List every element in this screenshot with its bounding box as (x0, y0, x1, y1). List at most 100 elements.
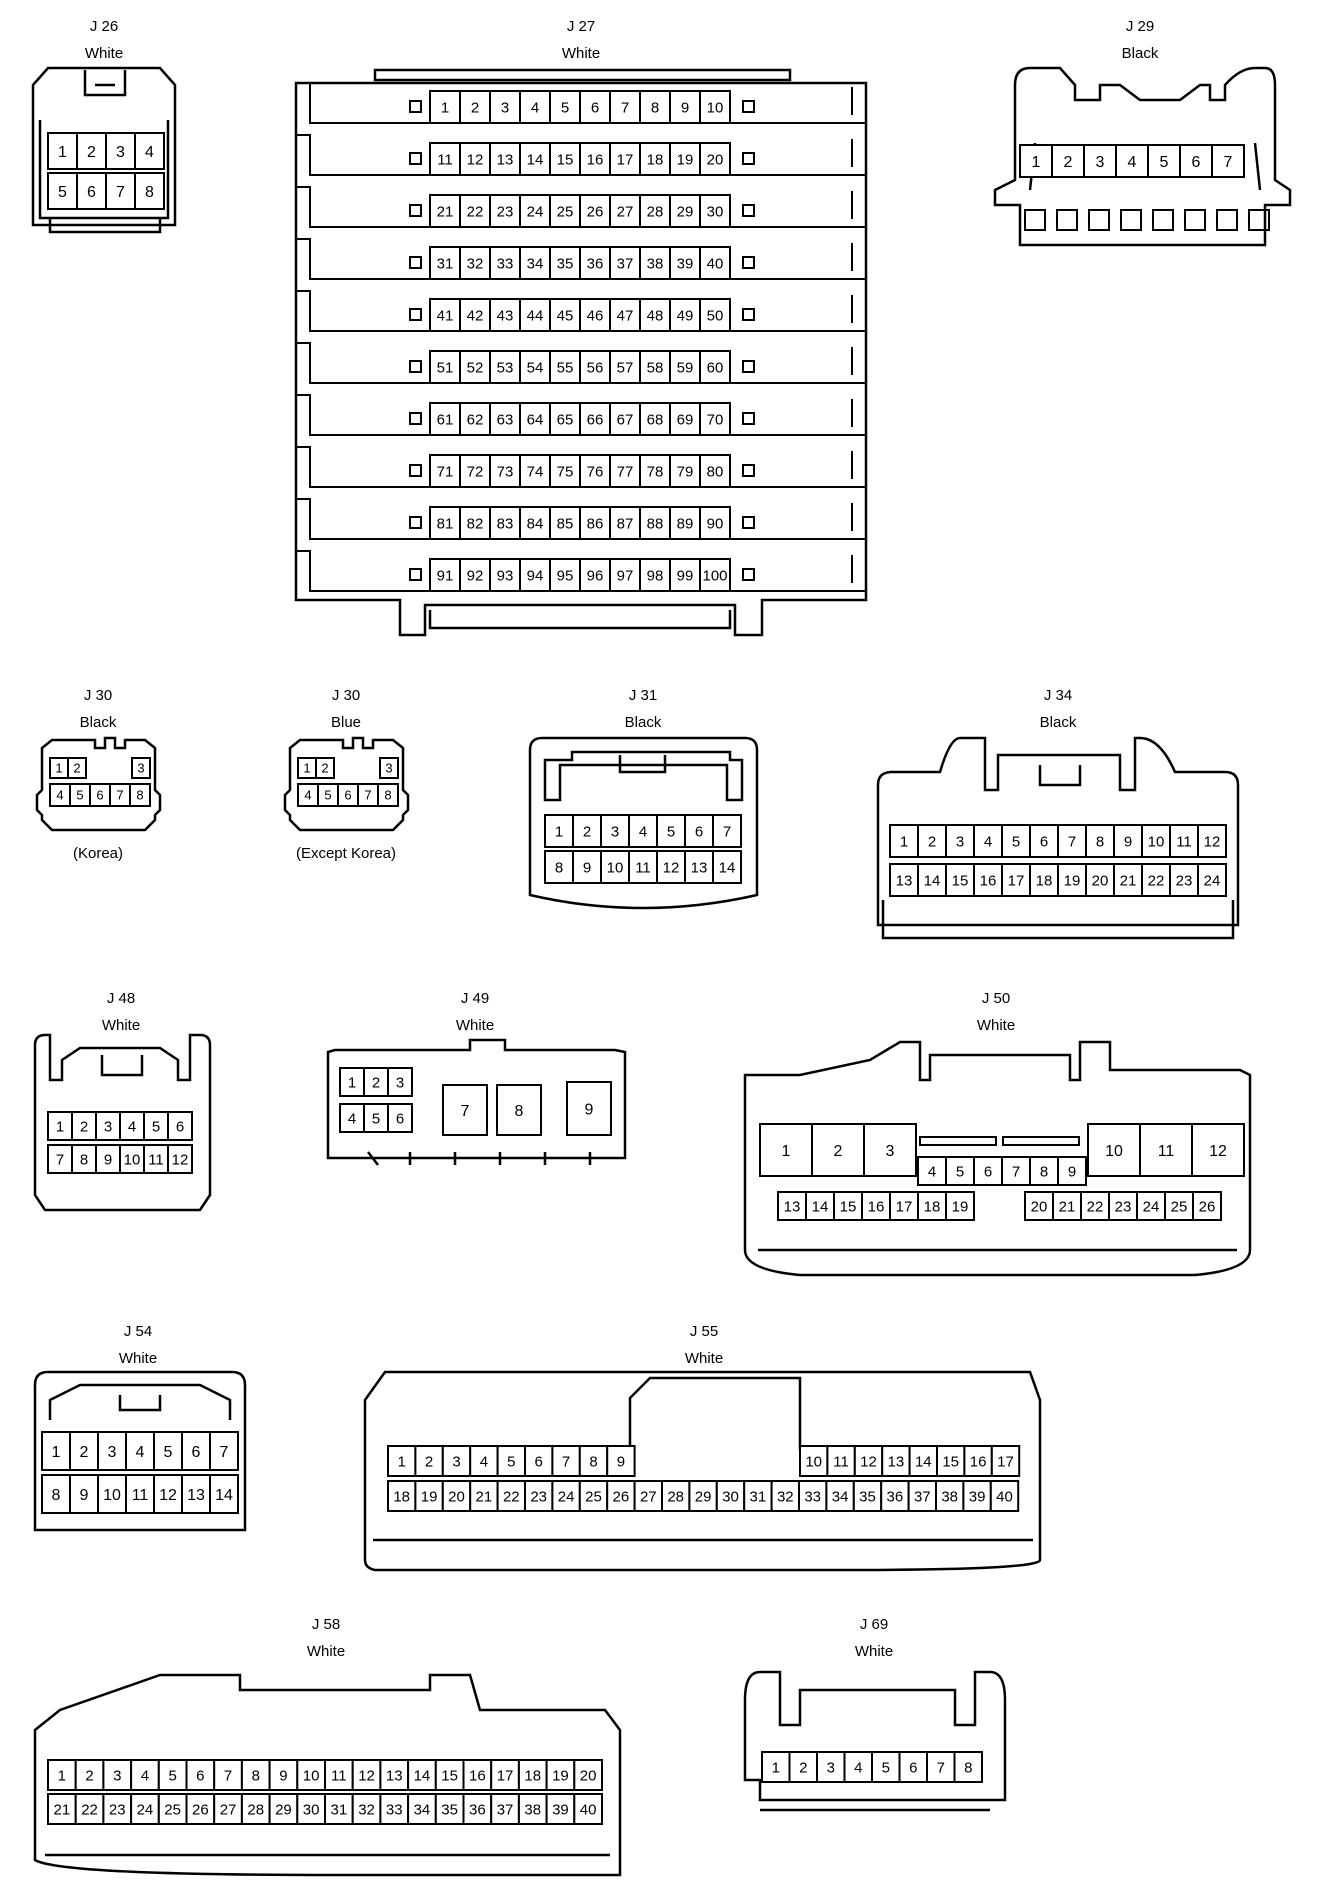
svg-text:87: 87 (617, 515, 634, 532)
j58-pin-36: 36 (462, 1793, 493, 1825)
svg-text:54: 54 (527, 359, 544, 376)
j29-pin-6: 6 (1179, 144, 1213, 178)
svg-text:21: 21 (1059, 1198, 1076, 1215)
svg-text:75: 75 (557, 463, 574, 480)
j48-pin-12: 12 (167, 1144, 193, 1174)
j58-pin-1: 1 (47, 1759, 77, 1791)
j34-pin-10: 10 (1141, 824, 1171, 858)
svg-text:5: 5 (561, 99, 569, 116)
connector-j27-color: White (561, 45, 601, 62)
svg-text:7: 7 (116, 788, 123, 803)
svg-text:9: 9 (1124, 833, 1132, 850)
j48-pin-6: 6 (167, 1111, 193, 1141)
svg-text:9: 9 (1068, 1163, 1076, 1180)
j26-pin-4: 4 (134, 132, 165, 170)
svg-text:4: 4 (531, 99, 539, 116)
j55-pin-33: 33 (798, 1480, 828, 1512)
j27-pin-5: 5 (549, 90, 581, 124)
svg-text:53: 53 (497, 359, 514, 376)
j50-pin-23: 23 (1108, 1191, 1138, 1221)
j34-pin-3: 3 (945, 824, 975, 858)
svg-text:26: 26 (613, 1488, 630, 1505)
connector-j26-label: J 26 White (4, 13, 204, 67)
svg-text:5: 5 (372, 1110, 380, 1127)
j27-pin-4: 4 (519, 90, 551, 124)
j55-pin-24: 24 (551, 1480, 581, 1512)
svg-text:38: 38 (524, 1801, 541, 1818)
svg-text:1: 1 (555, 823, 563, 840)
j49-pin-5: 5 (363, 1103, 389, 1133)
svg-text:6: 6 (192, 1444, 201, 1461)
j27-pin-58: 58 (639, 350, 671, 384)
svg-text:64: 64 (527, 411, 544, 428)
svg-text:14: 14 (812, 1198, 829, 1215)
svg-text:10: 10 (303, 1767, 320, 1784)
j27-pin-60: 60 (699, 350, 731, 384)
connector-j31-body (528, 736, 759, 910)
svg-text:25: 25 (557, 203, 574, 220)
svg-text:10: 10 (707, 99, 724, 116)
connector-j34-body (876, 736, 1240, 940)
j55-pin-28: 28 (661, 1480, 691, 1512)
j58-pin-6: 6 (185, 1759, 216, 1791)
j27-pin-19: 19 (669, 142, 701, 176)
svg-text:18: 18 (647, 151, 664, 168)
connector-j30a-label: J 30 Black (0, 682, 198, 736)
svg-text:13: 13 (691, 859, 708, 876)
svg-text:61: 61 (437, 411, 454, 428)
j54-pin-10: 10 (97, 1474, 127, 1514)
j29-latch-slot (1056, 209, 1078, 231)
svg-text:4: 4 (304, 788, 311, 803)
j58-pin-10: 10 (296, 1759, 326, 1791)
j58-pin-16: 16 (462, 1759, 493, 1791)
j27-pin-73: 73 (489, 454, 521, 488)
j27-pin-86: 86 (579, 506, 611, 540)
j34-pin-4: 4 (973, 824, 1003, 858)
svg-text:37: 37 (497, 1801, 514, 1818)
j58-pin-14: 14 (407, 1759, 437, 1791)
connector-j30a-color: Black (79, 714, 117, 731)
svg-text:11: 11 (148, 1151, 164, 1168)
svg-text:4: 4 (128, 1118, 136, 1135)
svg-text:29: 29 (695, 1488, 712, 1505)
j27-pin-68: 68 (639, 402, 671, 436)
svg-text:28: 28 (247, 1801, 264, 1818)
j30a-pin-4: 4 (49, 783, 71, 807)
svg-text:34: 34 (832, 1488, 849, 1505)
j27-pin-78: 78 (639, 454, 671, 488)
j54-pin-8: 8 (41, 1474, 71, 1514)
j27-pin-9: 9 (669, 90, 701, 124)
svg-text:18: 18 (924, 1198, 941, 1215)
svg-text:32: 32 (467, 255, 484, 272)
j54-pin-4: 4 (125, 1431, 155, 1471)
svg-text:76: 76 (587, 463, 604, 480)
svg-text:4: 4 (56, 788, 63, 803)
j58-pin-33: 33 (379, 1793, 410, 1825)
j27-pin-93: 93 (489, 558, 521, 592)
j27-pin-57: 57 (609, 350, 641, 384)
j30a-pin-3: 3 (131, 757, 151, 779)
svg-text:2: 2 (73, 761, 80, 776)
connector-j27-label: J 27 White (481, 13, 681, 67)
svg-text:52: 52 (467, 359, 484, 376)
j58-pin-19: 19 (545, 1759, 576, 1791)
j58-pin-31: 31 (324, 1793, 354, 1825)
j26-pin-3: 3 (105, 132, 136, 170)
svg-text:16: 16 (469, 1767, 486, 1784)
svg-text:20: 20 (448, 1488, 465, 1505)
svg-text:5: 5 (152, 1118, 160, 1135)
svg-text:4: 4 (854, 1759, 862, 1776)
svg-text:21: 21 (54, 1801, 71, 1818)
connector-j54-label: J 54 White (38, 1318, 238, 1372)
svg-text:48: 48 (647, 307, 664, 324)
j54-pin-2: 2 (69, 1431, 99, 1471)
j31-pin-3: 3 (600, 814, 630, 848)
j27-pin-41: 41 (429, 298, 461, 332)
svg-text:5: 5 (667, 823, 675, 840)
j27-pin-53: 53 (489, 350, 521, 384)
svg-text:33: 33 (497, 255, 514, 272)
j30b-pin-3: 3 (379, 757, 399, 779)
svg-text:1: 1 (348, 1074, 356, 1091)
svg-text:2: 2 (928, 833, 936, 850)
svg-text:13: 13 (386, 1767, 403, 1784)
